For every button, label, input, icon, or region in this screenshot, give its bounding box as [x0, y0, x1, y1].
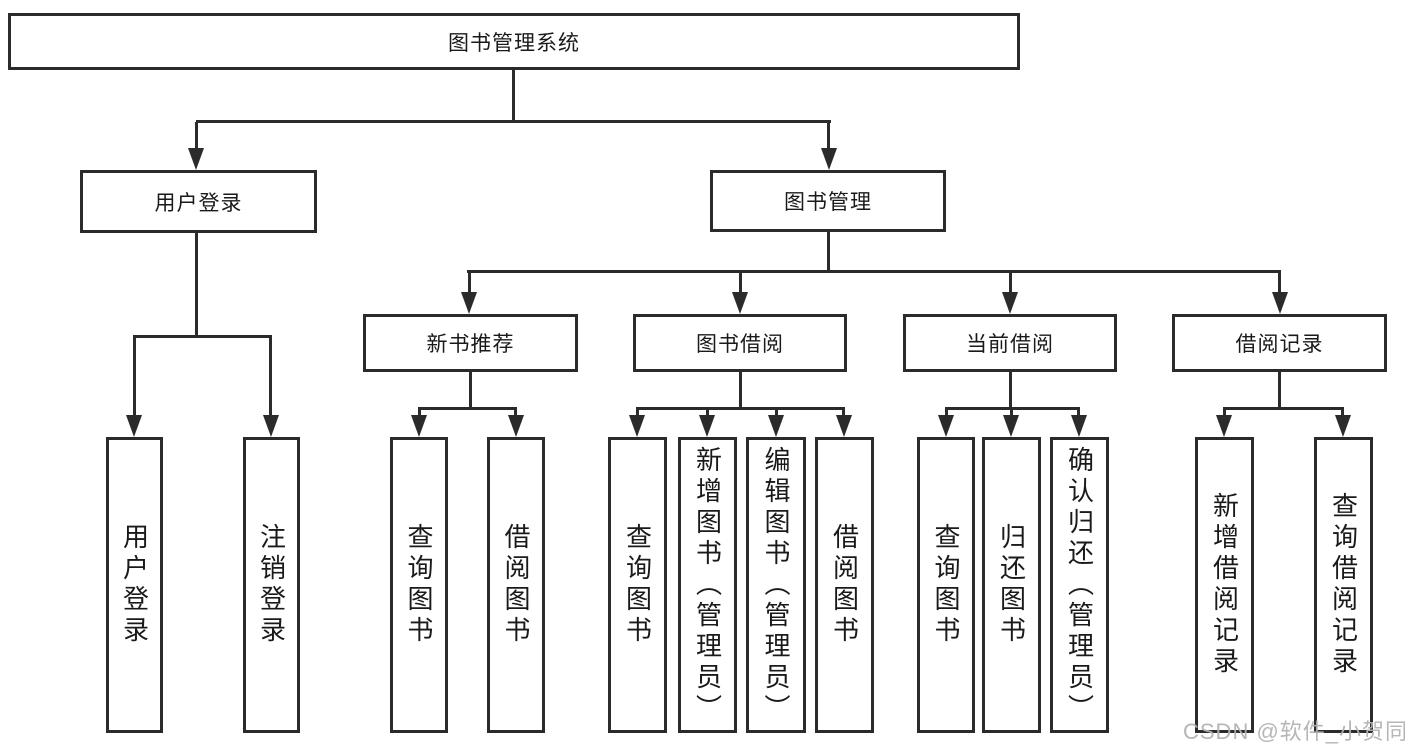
leaf-label: 编辑图书（管理员）	[761, 445, 791, 725]
arrowhead-leaf-user-login	[126, 415, 142, 437]
connector-stub	[706, 409, 709, 417]
node-borrow-records: 借阅记录	[1172, 314, 1387, 372]
connector-borrow-records-stem	[1278, 372, 1281, 409]
connector-borrow-records-crossbar	[1223, 407, 1344, 410]
arrowhead-book-borrow	[732, 292, 748, 314]
leaf-confirm-return-admin: 确认归还（管理员）	[1050, 437, 1109, 733]
node-user-login: 用户登录	[80, 170, 317, 233]
leaf-edit-books-admin: 编辑图书（管理员）	[746, 437, 806, 733]
connector-to-current-borrow	[1009, 272, 1012, 294]
arrowhead-new-book	[461, 292, 477, 314]
leaf-add-books-admin: 新增图书（管理员）	[678, 437, 737, 733]
leaf-user-login: 用户登录	[106, 437, 163, 733]
connector-to-leaf-user-login	[133, 337, 136, 417]
connector-current-borrow-crossbar	[945, 407, 1080, 410]
leaf-query-books-2: 查询图书	[608, 437, 667, 733]
connector-stub	[1341, 409, 1344, 417]
arrowhead-leaf-logout	[263, 415, 279, 437]
leaf-query-books-1: 查询图书	[390, 437, 448, 733]
connector-user-login-crossbar	[133, 335, 272, 338]
connector-stub	[514, 409, 517, 417]
node-book-management: 图书管理	[710, 170, 946, 232]
leaf-label: 查询图书	[622, 523, 653, 647]
arrowhead-current-borrow	[1002, 292, 1018, 314]
connector-book-management-crossbar	[467, 270, 1281, 273]
node-label: 图书管理系统	[448, 31, 580, 55]
connector-to-borrow-records	[1278, 272, 1281, 294]
node-new-book-recommend: 新书推荐	[363, 314, 578, 372]
node-label: 图书借阅	[696, 333, 784, 356]
arrowhead-borrow-books-2	[836, 415, 852, 437]
connector-stub	[945, 409, 948, 417]
arrowhead-add-borrow-record	[1216, 415, 1232, 437]
node-label: 借阅记录	[1235, 333, 1324, 356]
connector-new-book-stem	[469, 372, 472, 409]
connector-stub	[418, 409, 421, 417]
arrowhead-query-books-2	[629, 415, 645, 437]
connector-current-borrow-stem	[1009, 372, 1012, 409]
connector-book-management-stem	[827, 232, 830, 272]
connector-stub	[842, 409, 845, 417]
connector-to-user-login	[195, 122, 198, 150]
node-label: 图书管理	[784, 191, 872, 214]
leaf-label: 查询图书	[931, 523, 961, 647]
node-label: 当前借阅	[966, 333, 1054, 356]
arrowhead-borrow-records	[1272, 292, 1288, 314]
node-library-management-system: 图书管理系统	[8, 13, 1020, 70]
leaf-query-borrow-record: 查询借阅记录	[1314, 437, 1373, 733]
leaf-label: 新增图书（管理员）	[692, 445, 723, 725]
leaf-label: 查询借阅记录	[1328, 492, 1359, 678]
connector-stub	[775, 409, 778, 417]
leaf-label: 确认归还（管理员）	[1064, 445, 1095, 725]
arrowhead-edit-books	[768, 415, 784, 437]
leaf-borrow-books-2: 借阅图书	[815, 437, 874, 733]
connector-book-borrow-crossbar	[636, 407, 845, 410]
leaf-label: 用户登录	[119, 523, 150, 647]
connector-root-stem	[512, 70, 515, 122]
arrowhead-user-login	[188, 148, 204, 170]
arrowhead-query-borrow-record	[1335, 415, 1351, 437]
connector-stub	[1223, 409, 1226, 417]
connector-user-login-stem	[195, 233, 198, 337]
leaf-add-borrow-record: 新增借阅记录	[1195, 437, 1254, 733]
arrowhead-book-management	[821, 148, 837, 170]
arrowhead-confirm-return	[1071, 415, 1087, 437]
connector-book-borrow-stem	[739, 372, 742, 409]
arrowhead-borrow-books-1	[508, 415, 524, 437]
leaf-label: 归还图书	[996, 523, 1027, 647]
arrowhead-return-books	[1003, 415, 1019, 437]
arrowhead-query-books-3	[938, 415, 954, 437]
leaf-label: 查询图书	[404, 523, 434, 647]
leaf-logout: 注销登录	[243, 437, 300, 733]
leaf-label: 注销登录	[256, 523, 287, 647]
node-label: 新书推荐	[426, 333, 515, 356]
arrowhead-add-books	[699, 415, 715, 437]
csdn-watermark: CSDN @软件_小贺同学	[1183, 719, 1405, 744]
node-current-borrow: 当前借阅	[903, 314, 1117, 372]
leaf-query-books-3: 查询图书	[917, 437, 975, 733]
connector-stub	[636, 409, 639, 417]
leaf-borrow-books-1: 借阅图书	[487, 437, 545, 733]
node-label: 用户登录	[154, 191, 243, 215]
arrowhead-query-books-1	[411, 415, 427, 437]
node-book-borrow: 图书借阅	[633, 314, 847, 372]
connector-new-book-crossbar	[418, 407, 517, 410]
connector-to-book-borrow	[739, 272, 742, 294]
connector-stub	[1010, 409, 1013, 417]
leaf-label: 借阅图书	[501, 523, 531, 647]
connector-to-leaf-logout	[269, 337, 272, 417]
connector-to-new-book	[468, 272, 471, 294]
leaf-label: 借阅图书	[829, 523, 860, 647]
leaf-label: 新增借阅记录	[1209, 492, 1240, 678]
connector-stub	[1077, 409, 1080, 417]
leaf-return-books: 归还图书	[982, 437, 1041, 733]
connector-to-book-management	[827, 122, 830, 150]
connector-root-crossbar	[196, 120, 831, 123]
